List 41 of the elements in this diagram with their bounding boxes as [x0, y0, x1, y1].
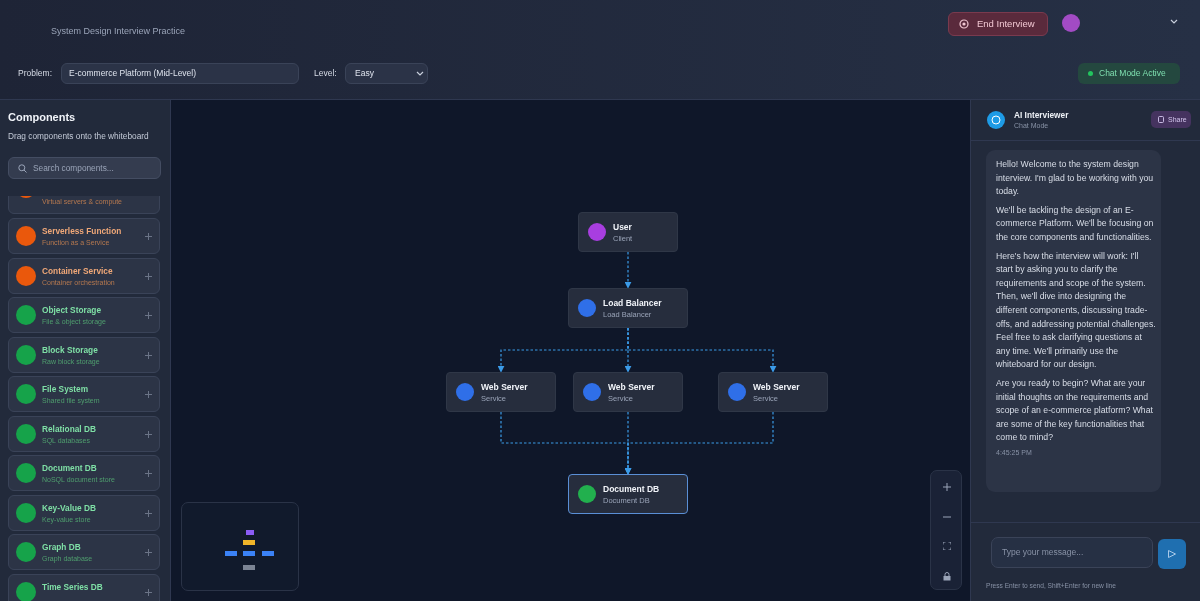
- level-dropdown: Easy: [345, 63, 428, 84]
- component-node: [446, 372, 556, 412]
- connector-arrow: [627, 327, 777, 373]
- component-name: Time Series DB: [42, 581, 103, 592]
- panel-description: Drag components onto the whiteboard: [8, 131, 149, 141]
- node-title: User: [613, 222, 632, 232]
- panel-heading: AI Interviewer: [1014, 110, 1069, 120]
- app-subtitle: System Design Interview Practice: [51, 26, 186, 36]
- component-name: Block Storage: [42, 344, 98, 355]
- connector-arrow: [624, 251, 632, 289]
- component-node: [718, 372, 828, 412]
- component-node: [568, 474, 688, 514]
- component-name: Container Service: [42, 265, 113, 276]
- component-name: Relational DB: [42, 423, 96, 434]
- problem-input-field: E-commerce Platform (Mid-Level): [61, 63, 299, 84]
- component-name: Serverless Function: [42, 226, 122, 236]
- component-name: Graph DB: [42, 542, 81, 552]
- message-paragraph: Hello! Welcome to the system design interview. I'm glad to be working with you today.: [996, 158, 1155, 199]
- panel-heading: Components: [8, 111, 76, 123]
- end-interview-button: End Interview: [948, 12, 1048, 36]
- message-paragraph: Are you ready to begin? What are your initial thoughts on the requirements and scope of an e-commerce platform? What are some of the key functionalities that come to mind?: [996, 376, 1154, 445]
- component-name: Key-Value DB: [42, 502, 96, 513]
- node-title: Web Server: [481, 382, 528, 392]
- component-node: [568, 288, 688, 328]
- message-input-field: Type your message...: [991, 537, 1153, 568]
- status-badge: Chat Mode Active: [1078, 63, 1180, 84]
- component-node: [578, 212, 678, 252]
- field-label: Problem:: [18, 68, 52, 78]
- connector-arrow: [624, 411, 774, 475]
- component-name: File System: [42, 384, 89, 394]
- node-title: Web Server: [753, 382, 800, 392]
- component-name: Object Storage: [42, 305, 101, 315]
- field-label: Level:: [314, 68, 337, 78]
- component-node: [573, 372, 683, 412]
- component-name: Document DB: [42, 463, 97, 473]
- search-field: Search components...: [8, 157, 161, 179]
- message-paragraph: Here's how the interview will work: I'll start by asking you to clarify the requirements and scope of the system. Then, we'll dive into designing the different components, discussing trade-offs, and addressing potential challenges. Feel free to ask clarifying questions at any time. We'll primarily use the whiteboard for our design.: [996, 249, 1156, 372]
- node-title: Document DB: [603, 484, 660, 494]
- message-paragraph: We'll be tackling the design of an E-commerce Platform. We'll be focusing on the core components and functionalities.: [996, 203, 1155, 244]
- node-title: Web Server: [608, 382, 655, 392]
- node-title: Load Balancer: [603, 298, 662, 308]
